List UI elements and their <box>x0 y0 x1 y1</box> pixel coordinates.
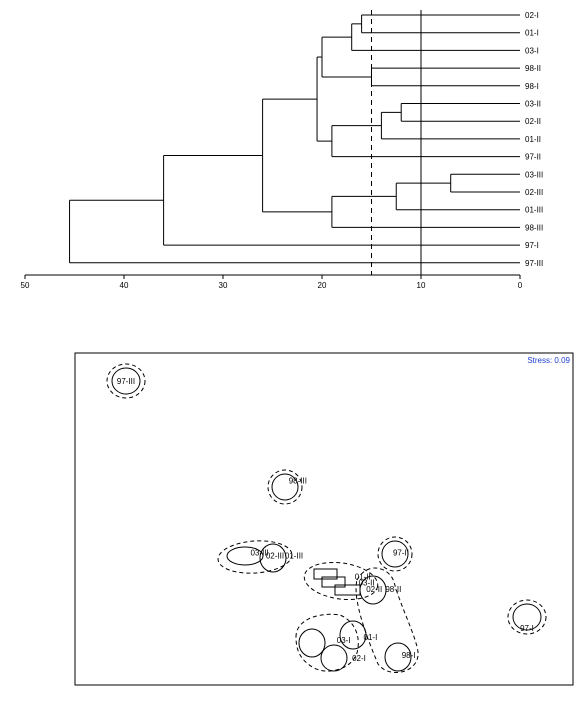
leaf-label: 01-I <box>525 29 539 38</box>
point-label: 98-II <box>385 585 401 594</box>
point-label: 02-III <box>266 552 284 561</box>
leaf-label: 98-II <box>525 64 541 73</box>
leaf-label: 97-III <box>525 259 543 268</box>
leaf-label: 97-I <box>525 241 539 250</box>
cluster-II-dashed <box>303 561 379 601</box>
cluster-01-II-solid <box>313 568 338 580</box>
cluster-02-I-solid <box>320 644 348 672</box>
cluster-I-dashed <box>295 613 359 672</box>
point-label: 02-II <box>366 585 382 594</box>
point-label: 01-I <box>364 633 378 642</box>
x-tick-label: 50 <box>21 281 30 290</box>
leaf-label: 03-I <box>525 46 539 55</box>
point-label: 98-I <box>402 651 416 660</box>
cluster-outlines <box>106 363 547 673</box>
point-label: 03-III <box>251 549 269 558</box>
x-tick-label: 20 <box>318 281 327 290</box>
x-tick-label: 10 <box>417 281 426 290</box>
x-tick-label: 0 <box>518 281 523 290</box>
x-tick-label: 40 <box>120 281 129 290</box>
cluster-01-III-solid <box>259 543 287 573</box>
stress-label: Stress: 0.09 <box>527 356 570 365</box>
mds-panel: Stress: 0.09 97-II <box>74 352 574 686</box>
cluster-97-I-solid <box>512 603 542 631</box>
point-label: 98-III <box>289 476 307 485</box>
point-label: 97-II <box>393 549 409 558</box>
leaf-label: 03-III <box>525 170 543 179</box>
cluster-97-III-solid <box>111 367 141 395</box>
point-label: 03-I <box>337 636 351 645</box>
leaf-label: 01-III <box>525 206 543 215</box>
cluster-03-II-solid <box>321 576 346 588</box>
cluster-97-I-dashed <box>507 599 547 635</box>
leaf-label: 97-II <box>525 153 541 162</box>
cluster-02-II-solid <box>334 584 361 596</box>
leaf-label: 02-I <box>525 11 539 20</box>
cluster-98-III-solid <box>271 473 299 501</box>
cluster-III-dashed <box>217 540 293 574</box>
point-label: 97-I <box>520 624 534 633</box>
leaf-label: 01-II <box>525 135 541 144</box>
leaf-label: 98-III <box>525 223 543 232</box>
cluster-03-02-III-solid <box>226 546 264 566</box>
cluster-97-II-solid <box>381 540 409 568</box>
point-label: 02-I <box>352 654 366 663</box>
leaf-label: 02-II <box>525 117 541 126</box>
leaf-label: 98-I <box>525 82 539 91</box>
dendrogram-panel: 02-I 01-I 03-I 98-II 98-I 03-II 02-II 01-II 97-I… <box>21 10 543 290</box>
point-label: 03-II <box>359 579 375 588</box>
cluster-01-I-solid <box>339 620 367 650</box>
leaf-label: 02-III <box>525 188 543 197</box>
point-label: 97-III <box>117 377 135 386</box>
cluster-97-II-dashed <box>377 536 413 572</box>
cluster-97-III-dashed <box>106 363 146 399</box>
cluster-98-I-solid <box>384 642 412 672</box>
cluster-03-I-solid <box>298 628 326 658</box>
x-tick-label: 30 <box>219 281 228 290</box>
cluster-98-III-dashed <box>267 469 303 505</box>
mds-plot-frame <box>74 352 574 686</box>
leaf-label: 03-II <box>525 100 541 109</box>
cluster-98-dashed <box>355 567 419 673</box>
point-label: 01-III <box>285 552 303 561</box>
point-label: 01-II <box>355 573 371 582</box>
